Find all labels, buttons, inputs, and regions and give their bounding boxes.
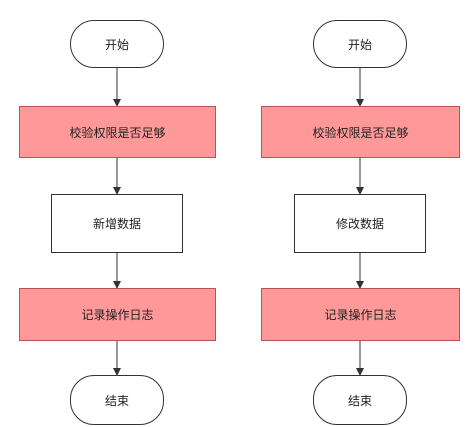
modify-data-node-right: 修改数据 xyxy=(294,194,426,253)
end-node-right: 结束 xyxy=(313,375,407,425)
log-operation-node-right: 记录操作日志 xyxy=(261,288,460,341)
add-data-node-left: 新增数据 xyxy=(51,194,183,253)
log-operation-node-left: 记录操作日志 xyxy=(19,288,216,341)
permission-check-node-left: 校验权限是否足够 xyxy=(19,106,216,158)
end-node-left: 结束 xyxy=(70,375,164,425)
start-node-left: 开始 xyxy=(70,20,164,68)
start-node-right: 开始 xyxy=(313,20,407,68)
permission-check-node-right: 校验权限是否足够 xyxy=(261,106,460,158)
